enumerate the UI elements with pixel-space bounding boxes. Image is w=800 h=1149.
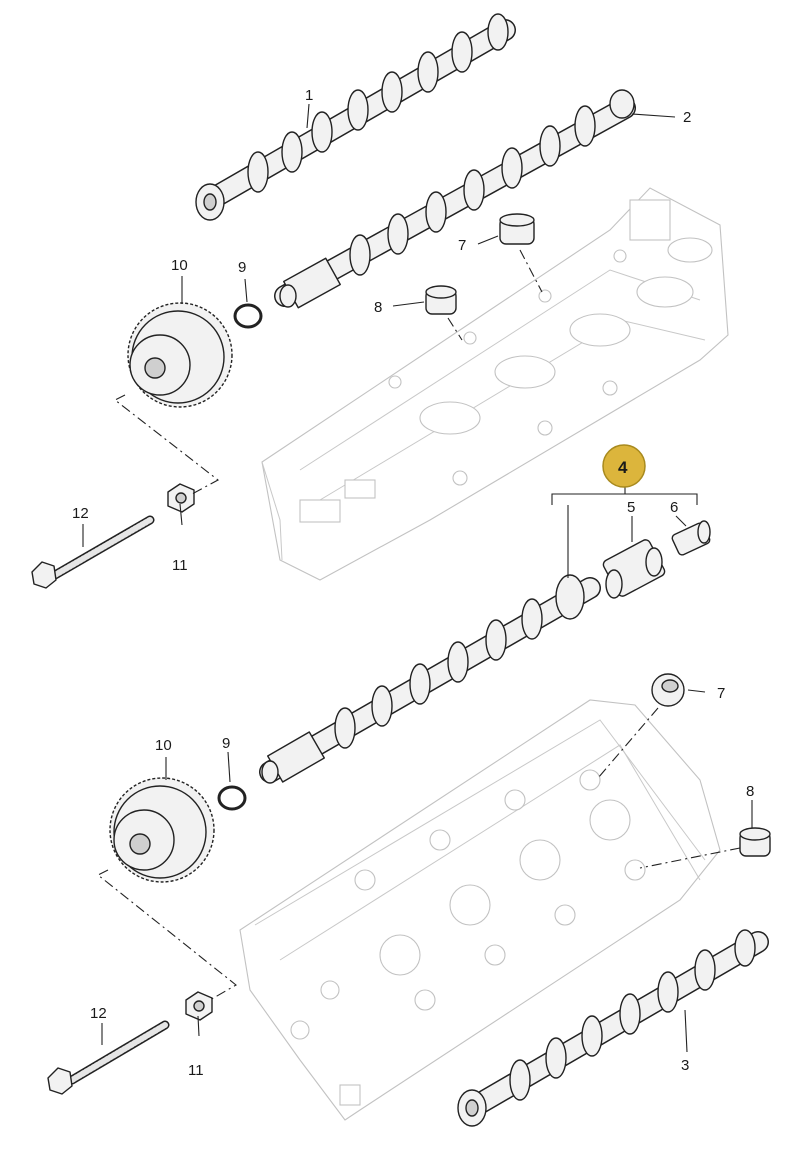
callout-11-lower: 11 [188,1062,204,1079]
callout-11-upper: 11 [172,557,188,574]
camshaft-1-icon [195,13,516,221]
alignment-line-tappet8-lower [639,847,741,869]
cylinder-head-lower-icon [239,699,721,1121]
bolt-12-upper-icon [31,515,155,589]
o-ring-9-lower-icon [217,785,247,811]
tappet-8-upper-icon [425,285,457,315]
camshaft-adjuster-10-upper-icon [127,302,233,408]
callout-4: 4 [618,458,628,477]
callout-12-upper: 12 [72,505,89,522]
callout-8-lower: 8 [746,783,754,800]
o-ring-9-upper-icon [233,303,263,329]
callout-3: 3 [681,1057,689,1074]
washer-11-upper-icon [167,483,195,513]
bolt-12-lower-icon [47,1020,170,1095]
callout-7-lower: 7 [717,685,725,702]
camshaft-2-icon [274,89,636,309]
callout-5: 5 [627,499,635,516]
camshaft-3-icon [457,929,769,1127]
adjuster-sleeve-5-icon [602,539,666,599]
alignment-line-upper [113,394,220,495]
camshaft-4-icon [259,574,601,784]
camshaft-adjuster-10-lower-icon [109,777,215,883]
tappet-7-upper-icon [499,213,535,245]
sleeve-6-icon [671,520,711,556]
cylinder-head-upper-icon [261,187,729,581]
washer-11-lower-icon [185,991,213,1021]
alignment-line-tappet7 [519,249,543,293]
callout-7-upper: 7 [458,237,466,254]
callout-9-lower: 9 [222,735,230,752]
callout-12-lower: 12 [90,1005,107,1022]
callout-6: 6 [670,499,678,516]
tappet-8-lower-icon [739,827,771,857]
alignment-line-lower [96,869,237,1001]
tappet-7-lower-icon [651,673,685,707]
callout-10-upper: 10 [171,257,188,274]
part-4-badge [602,444,646,488]
callout-1: 1 [305,87,313,104]
callout-8-upper: 8 [374,299,382,316]
alignment-line-tappet8 [447,317,463,341]
callout-10-lower: 10 [155,737,172,754]
callout-9-upper: 9 [238,259,246,276]
alignment-line-tappet7-lower [597,707,659,779]
callout-2: 2 [683,109,691,126]
